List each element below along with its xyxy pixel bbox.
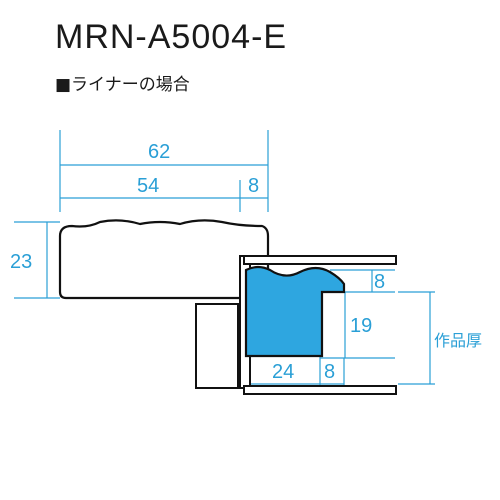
dim-8-rabbet: 8	[374, 271, 385, 293]
dim-24: 24	[272, 361, 294, 383]
dim-54: 54	[137, 175, 159, 197]
dim-8-bottom: 8	[324, 361, 335, 383]
dim-8-top: 8	[248, 175, 259, 197]
top-plate	[243, 255, 397, 265]
liner-profile	[58, 219, 270, 300]
frame-blue-profile	[244, 265, 346, 358]
dim-19: 19	[350, 315, 372, 337]
dim-23: 23	[10, 251, 32, 273]
liner-note: ■ライナーの場合	[55, 75, 190, 95]
work-thickness-label: 作品厚	[434, 331, 482, 350]
support-bar-outer	[195, 303, 239, 389]
dim-62: 62	[148, 141, 170, 163]
bottom-plate	[243, 385, 397, 395]
model-title: MRN-A5004-E	[55, 18, 288, 56]
